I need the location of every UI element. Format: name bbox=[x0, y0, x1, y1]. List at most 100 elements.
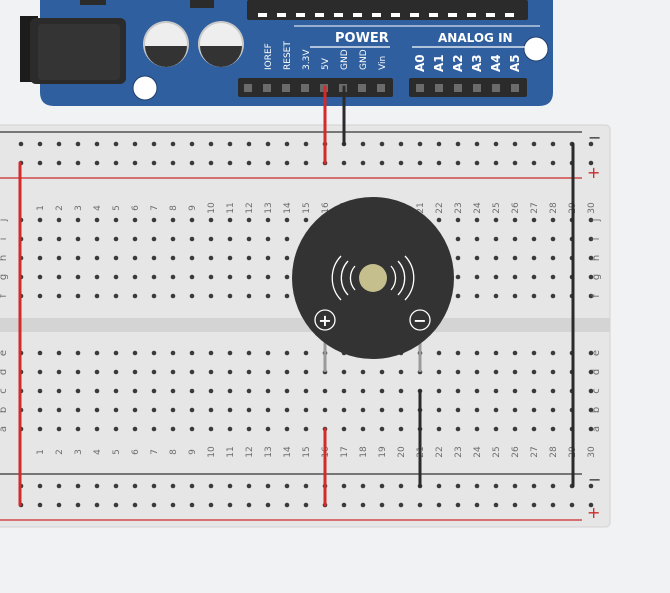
terminal-hole[interactable] bbox=[588, 369, 594, 375]
terminal-hole[interactable] bbox=[37, 426, 43, 432]
rail-hole[interactable] bbox=[531, 483, 537, 489]
rail-hole[interactable] bbox=[379, 502, 385, 508]
terminal-hole[interactable] bbox=[512, 236, 518, 242]
terminal-hole[interactable] bbox=[493, 217, 499, 223]
terminal-hole[interactable] bbox=[303, 350, 309, 356]
terminal-hole[interactable] bbox=[75, 217, 81, 223]
terminal-hole[interactable] bbox=[113, 407, 119, 413]
terminal-hole[interactable] bbox=[208, 217, 214, 223]
terminal-hole[interactable] bbox=[56, 255, 62, 261]
rail-hole[interactable] bbox=[360, 141, 366, 147]
terminal-hole[interactable] bbox=[474, 274, 480, 280]
rail-hole[interactable] bbox=[455, 483, 461, 489]
rail-hole[interactable] bbox=[227, 141, 233, 147]
rail-hole[interactable] bbox=[588, 502, 594, 508]
terminal-hole[interactable] bbox=[588, 426, 594, 432]
rail-hole[interactable] bbox=[132, 483, 138, 489]
terminal-hole[interactable] bbox=[474, 217, 480, 223]
terminal-hole[interactable] bbox=[531, 350, 537, 356]
terminal-hole[interactable] bbox=[113, 236, 119, 242]
terminal-hole[interactable] bbox=[455, 255, 461, 261]
power-socket[interactable] bbox=[263, 84, 271, 92]
terminal-hole[interactable] bbox=[493, 369, 499, 375]
rail-hole[interactable] bbox=[151, 141, 157, 147]
terminal-hole[interactable] bbox=[75, 293, 81, 299]
rail-hole[interactable] bbox=[398, 141, 404, 147]
terminal-hole[interactable] bbox=[208, 407, 214, 413]
terminal-hole[interactable] bbox=[398, 426, 404, 432]
terminal-hole[interactable] bbox=[455, 350, 461, 356]
terminal-hole[interactable] bbox=[588, 217, 594, 223]
rail-hole[interactable] bbox=[436, 483, 442, 489]
rail-hole[interactable] bbox=[360, 483, 366, 489]
terminal-hole[interactable] bbox=[284, 426, 290, 432]
terminal-hole[interactable] bbox=[227, 350, 233, 356]
rail-hole[interactable] bbox=[436, 502, 442, 508]
terminal-hole[interactable] bbox=[227, 217, 233, 223]
terminal-hole[interactable] bbox=[379, 369, 385, 375]
terminal-hole[interactable] bbox=[132, 293, 138, 299]
rail-hole[interactable] bbox=[417, 141, 423, 147]
terminal-hole[interactable] bbox=[56, 426, 62, 432]
terminal-hole[interactable] bbox=[474, 255, 480, 261]
terminal-hole[interactable] bbox=[284, 369, 290, 375]
terminal-hole[interactable] bbox=[550, 274, 556, 280]
terminal-hole[interactable] bbox=[493, 274, 499, 280]
rail-hole[interactable] bbox=[75, 141, 81, 147]
rail-hole[interactable] bbox=[113, 502, 119, 508]
terminal-hole[interactable] bbox=[303, 407, 309, 413]
piezo-buzzer[interactable]: + − bbox=[292, 197, 454, 372]
terminal-hole[interactable] bbox=[284, 274, 290, 280]
terminal-hole[interactable] bbox=[132, 388, 138, 394]
rail-hole[interactable] bbox=[417, 502, 423, 508]
rail-hole[interactable] bbox=[56, 483, 62, 489]
terminal-hole[interactable] bbox=[94, 217, 100, 223]
terminal-hole[interactable] bbox=[189, 350, 195, 356]
terminal-hole[interactable] bbox=[189, 236, 195, 242]
terminal-hole[interactable] bbox=[455, 236, 461, 242]
terminal-hole[interactable] bbox=[284, 255, 290, 261]
terminal-hole[interactable] bbox=[474, 350, 480, 356]
terminal-hole[interactable] bbox=[379, 388, 385, 394]
terminal-hole[interactable] bbox=[246, 255, 252, 261]
terminal-hole[interactable] bbox=[170, 217, 176, 223]
rail-hole[interactable] bbox=[37, 141, 43, 147]
terminal-hole[interactable] bbox=[246, 388, 252, 394]
terminal-hole[interactable] bbox=[227, 426, 233, 432]
terminal-hole[interactable] bbox=[37, 293, 43, 299]
terminal-hole[interactable] bbox=[512, 388, 518, 394]
power-socket[interactable] bbox=[358, 84, 366, 92]
terminal-hole[interactable] bbox=[56, 236, 62, 242]
rail-hole[interactable] bbox=[56, 141, 62, 147]
rail-hole[interactable] bbox=[398, 502, 404, 508]
terminal-hole[interactable] bbox=[265, 350, 271, 356]
terminal-hole[interactable] bbox=[246, 350, 252, 356]
terminal-hole[interactable] bbox=[493, 350, 499, 356]
terminal-hole[interactable] bbox=[265, 293, 271, 299]
rail-hole[interactable] bbox=[303, 160, 309, 166]
rail-hole[interactable] bbox=[474, 502, 480, 508]
rail-hole[interactable] bbox=[246, 141, 252, 147]
terminal-hole[interactable] bbox=[227, 388, 233, 394]
rail-hole[interactable] bbox=[208, 160, 214, 166]
terminal-hole[interactable] bbox=[170, 236, 176, 242]
terminal-hole[interactable] bbox=[94, 293, 100, 299]
terminal-hole[interactable] bbox=[246, 293, 252, 299]
rail-hole[interactable] bbox=[37, 502, 43, 508]
rail-hole[interactable] bbox=[189, 483, 195, 489]
terminal-hole[interactable] bbox=[588, 274, 594, 280]
terminal-hole[interactable] bbox=[189, 388, 195, 394]
terminal-hole[interactable] bbox=[512, 426, 518, 432]
terminal-hole[interactable] bbox=[493, 293, 499, 299]
terminal-hole[interactable] bbox=[56, 274, 62, 280]
terminal-hole[interactable] bbox=[189, 369, 195, 375]
terminal-hole[interactable] bbox=[303, 388, 309, 394]
rail-hole[interactable] bbox=[75, 483, 81, 489]
terminal-hole[interactable] bbox=[170, 293, 176, 299]
terminal-hole[interactable] bbox=[227, 369, 233, 375]
rail-hole[interactable] bbox=[436, 160, 442, 166]
rail-hole[interactable] bbox=[531, 141, 537, 147]
terminal-hole[interactable] bbox=[170, 350, 176, 356]
terminal-hole[interactable] bbox=[360, 388, 366, 394]
terminal-hole[interactable] bbox=[588, 388, 594, 394]
